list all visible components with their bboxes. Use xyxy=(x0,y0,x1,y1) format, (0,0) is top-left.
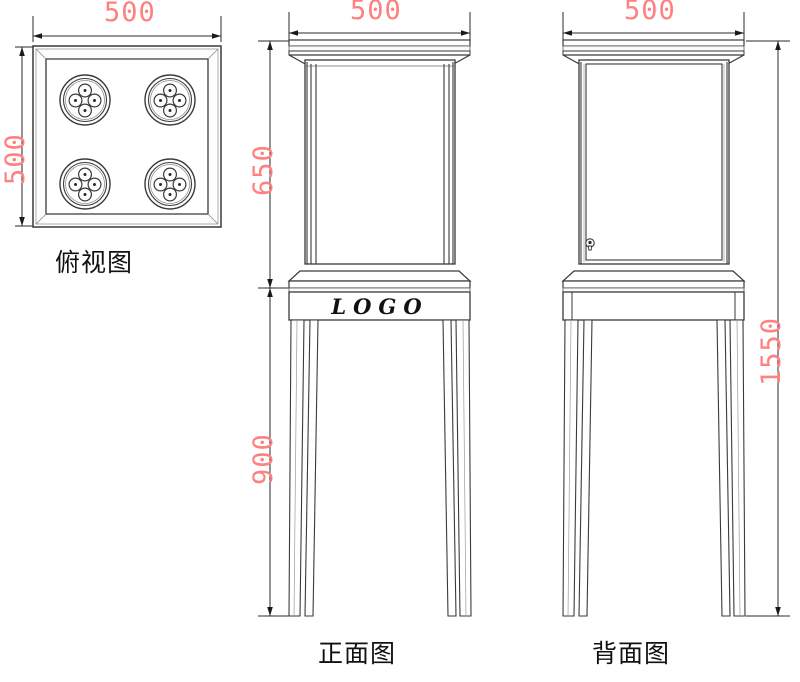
top-view-body xyxy=(32,45,222,228)
dimension-label-front-leg-height: 900 xyxy=(248,433,279,485)
front-legs xyxy=(288,319,472,617)
dimension-label-front-width: 500 xyxy=(350,0,402,26)
logo-text: LOGO xyxy=(331,293,429,319)
front-logo-band xyxy=(288,291,471,321)
dimension-top-width xyxy=(32,16,222,42)
dimension-label-back-total-height: 1550 xyxy=(756,316,787,386)
leg-front-left xyxy=(288,319,305,617)
view-front xyxy=(258,12,472,617)
dimension-label-back-width: 500 xyxy=(624,0,676,26)
dimension-front-heights xyxy=(258,40,292,617)
view-label-top: 俯视图 xyxy=(55,248,134,277)
dimension-back-width xyxy=(562,12,745,42)
spotlight-icon xyxy=(59,74,111,126)
front-base-cap xyxy=(287,270,472,293)
back-legs xyxy=(562,319,746,617)
leg-back-right-2 xyxy=(716,319,731,617)
leg-back-left-1 xyxy=(562,319,579,617)
back-display-case xyxy=(578,59,730,265)
dimension-back-total-height xyxy=(746,40,790,617)
dimension-label-top-depth: 500 xyxy=(0,133,31,185)
dimension-label-top-width: 500 xyxy=(104,0,156,28)
leg-back-right xyxy=(442,319,457,617)
leg-back-right-1 xyxy=(729,319,746,617)
leg-front-right xyxy=(455,319,472,617)
view-label-front: 正面图 xyxy=(318,639,397,668)
view-top xyxy=(15,16,222,228)
dimension-front-width xyxy=(288,12,471,42)
spotlight-icon xyxy=(144,74,196,126)
spotlight-icon xyxy=(144,158,196,210)
leg-back-left xyxy=(304,319,319,617)
front-display-case xyxy=(304,59,456,265)
back-base-cap xyxy=(561,270,746,293)
view-back xyxy=(561,12,790,617)
back-apron-band xyxy=(562,291,745,321)
dimension-label-front-cabinet-height: 650 xyxy=(248,144,279,196)
view-label-back: 背面图 xyxy=(592,639,671,668)
leg-back-left-2 xyxy=(578,319,593,617)
spotlight-icon xyxy=(59,158,111,210)
lock-icon xyxy=(585,238,595,251)
